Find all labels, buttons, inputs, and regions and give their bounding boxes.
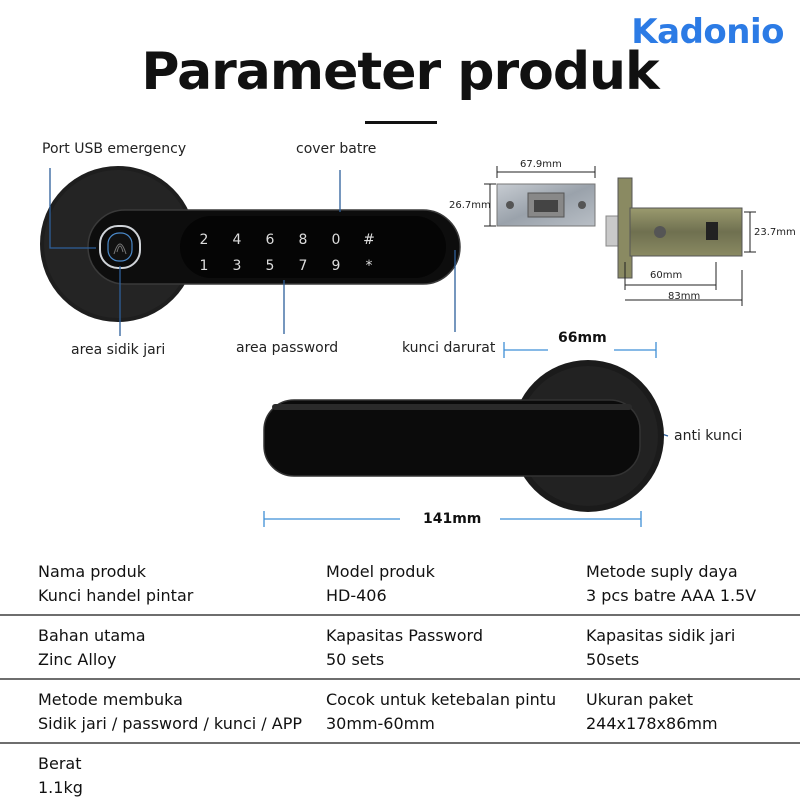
spec-value: 1.1kg [38, 778, 83, 797]
keypad-key: 9 [332, 258, 341, 274]
strike-plate [496, 183, 596, 227]
spec-value: 50 sets [326, 650, 385, 669]
spec-value: 244x178x86mm [586, 714, 718, 733]
callout-area-password: area password [236, 340, 339, 356]
dim-line-plate-height [484, 183, 496, 227]
lever-bottom [263, 399, 641, 477]
spec-value: 50sets [586, 650, 640, 669]
dim-line-plate-width [496, 166, 596, 178]
spec-key: Kapasitas Password [326, 626, 483, 645]
dim-label-latch-60: 60mm [650, 270, 683, 281]
callout-line-usb [49, 168, 96, 249]
callout-kunci-darurat: kunci darurat [402, 340, 496, 356]
spec-cell: Kapasitas Password 50 sets [326, 624, 483, 672]
spec-key: Ukuran paket [586, 690, 694, 709]
keypad-key: 2 [200, 232, 209, 248]
product-illustration: 2 4 6 8 0 # 1 3 5 7 9 * [40, 166, 756, 527]
spec-value: Kunci handel pintar [38, 586, 194, 605]
keypad-key: # [363, 232, 375, 248]
spec-value: 3 pcs batre AAA 1.5V [586, 586, 757, 605]
keypad-key: 4 [233, 232, 242, 248]
keypad-key: * [366, 258, 373, 274]
spec-key: Kapasitas sidik jari [586, 626, 736, 645]
spec-key: Metode suply daya [586, 562, 738, 581]
keypad-key: 8 [299, 232, 308, 248]
keypad-key: 0 [332, 232, 341, 248]
spec-key: Nama produk [38, 562, 146, 581]
dim-line-latch-83 [625, 270, 743, 306]
spec-key: Metode membuka [38, 690, 183, 709]
dim-line-latch-height [744, 211, 756, 253]
page-title: Parameter produk [141, 42, 659, 102]
callout-area-sidik-jari: area sidik jari [71, 342, 166, 358]
latch-assembly [605, 177, 743, 279]
spec-row: Berat 1.1kg [0, 744, 800, 806]
spec-cell: Cocok untuk ketebalan pintu 30mm-60mm [326, 688, 556, 736]
title-underline [365, 121, 437, 124]
spec-value: Sidik jari / password / kunci / APP [38, 714, 303, 733]
keypad-key: 1 [200, 258, 209, 274]
keypad-key: 5 [266, 258, 275, 274]
keypad-panel [180, 216, 446, 278]
dim-label-latch-83: 83mm [668, 291, 701, 302]
callout-anti-kunci: anti kunci [674, 428, 743, 444]
spec-key: Berat [38, 754, 82, 773]
dim-line-141 [263, 511, 642, 527]
keypad-key: 6 [266, 232, 275, 248]
dim-line-latch-60 [624, 262, 717, 290]
spec-value: HD-406 [326, 586, 387, 605]
dim-label-plate-width: 67.9mm [520, 159, 562, 170]
spec-cell: Ukuran paket 244x178x86mm [586, 688, 718, 736]
dim-label-latch-height: 23.7mm [754, 227, 796, 238]
brand-logo: Kadonio [631, 12, 784, 52]
keypad-key: 7 [299, 258, 308, 274]
spec-cell: Metode suply daya 3 pcs batre AAA 1.5V [586, 560, 756, 608]
spec-key: Cocok untuk ketebalan pintu [326, 690, 557, 709]
keypad-key: 3 [233, 258, 242, 274]
callout-cover-batre: cover batre [296, 141, 377, 157]
dim-label-plate-height: 26.7mm [449, 200, 491, 211]
spec-cell: Kapasitas sidik jari 50sets [586, 624, 735, 672]
fingerprint-sensor [99, 225, 141, 269]
dim-line-66 [503, 342, 657, 358]
spec-key: Model produk [326, 562, 435, 581]
spec-key: Bahan utama [38, 626, 146, 645]
dim-label-handle-66: 66mm [558, 330, 607, 346]
lever-bottom-highlight [272, 404, 632, 410]
spec-value: Zinc Alloy [38, 650, 117, 669]
dim-label-handle-141: 141mm [423, 511, 482, 527]
spec-value: 30mm-60mm [326, 714, 435, 733]
spec-cell: Berat 1.1kg [38, 752, 83, 800]
callout-port-usb: Port USB emergency [42, 141, 187, 157]
